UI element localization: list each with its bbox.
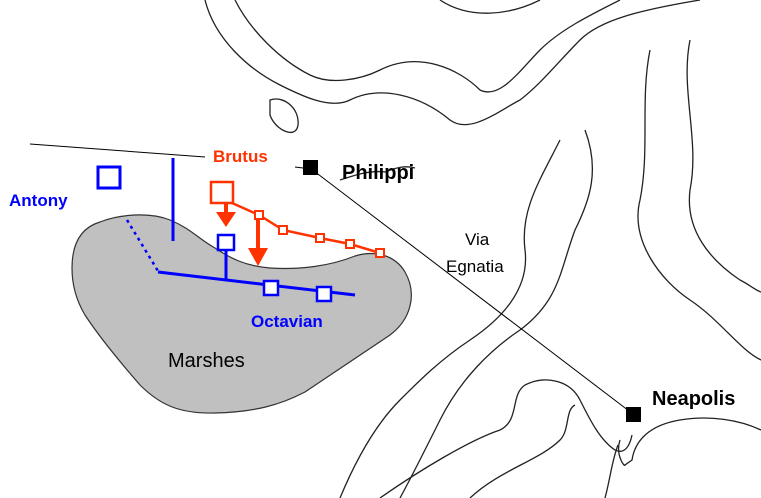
via-egnatia-road: [309, 167, 634, 415]
philippi-marker-icon: [303, 160, 318, 175]
octavian-forward-unit-icon: [216, 233, 236, 252]
brutus-arrow-down-icon: [248, 248, 268, 266]
brutus-arrow-down-icon: [216, 212, 236, 227]
brutus-post-icon: [278, 225, 288, 235]
octavian-unit-icon: [262, 279, 280, 297]
line-philippi-stub: [294, 166, 304, 169]
label-brutus: Brutus: [213, 147, 268, 166]
octavian-unit-icon: [315, 285, 333, 303]
brutus-post-icon: [375, 248, 385, 258]
marshes-area: [71, 214, 412, 414]
line-west: [29, 143, 206, 158]
rivers: [204, 0, 761, 498]
brutus-post-icon: [254, 210, 264, 220]
brutus-forces: [209, 180, 385, 266]
label-philippi: Philippi: [342, 162, 414, 184]
roads: [29, 143, 634, 415]
brutus-unit-icon: [209, 180, 235, 205]
antony-causeway-dotted: [125, 219, 160, 272]
label-via: Via: [465, 230, 490, 249]
label-antony: Antony: [9, 191, 68, 210]
label-neapolis: Neapolis: [652, 388, 735, 410]
label-egnatia: Egnatia: [446, 257, 504, 276]
neapolis-marker-icon: [626, 407, 641, 422]
antony-unit-icon: [96, 165, 122, 190]
brutus-post-icon: [315, 233, 325, 243]
label-octavian: Octavian: [251, 312, 323, 331]
label-marshes: Marshes: [168, 350, 245, 372]
antony-forces: [96, 158, 356, 303]
brutus-post-icon: [345, 239, 355, 249]
